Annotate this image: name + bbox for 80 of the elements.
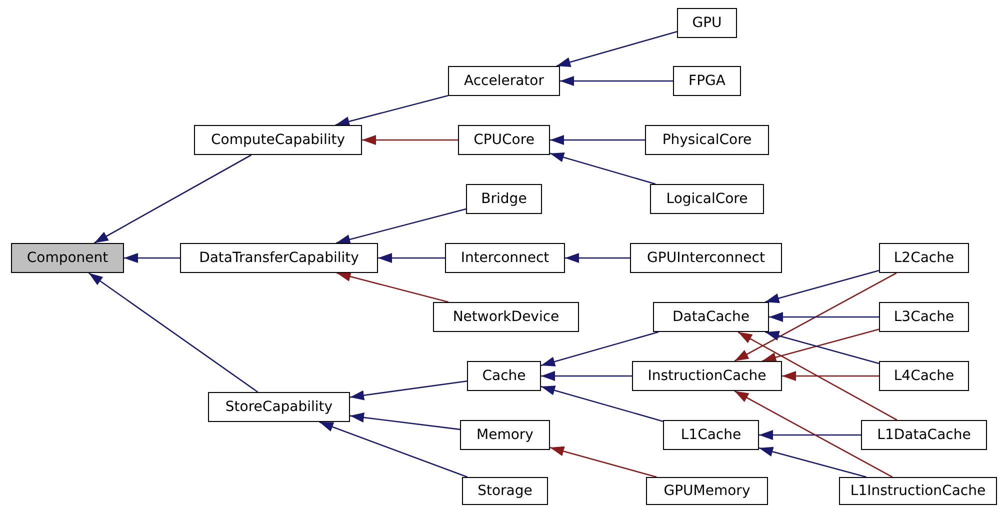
class-name: GPUInterconnect — [647, 250, 765, 266]
class-name: FPGA — [688, 73, 726, 89]
class-name: DataTransferCapability — [199, 250, 359, 266]
class-name: Cache — [482, 368, 526, 384]
class-name: NetworkDevice — [452, 309, 560, 325]
class-name: Bridge — [481, 191, 527, 207]
inheritance-arrow — [550, 152, 656, 185]
inheritance-arrow — [758, 446, 866, 478]
inheritance-arrow — [734, 390, 893, 478]
class-box — [677, 8, 737, 38]
class-box — [433, 302, 579, 332]
class-box — [653, 302, 769, 332]
inheritance-arrow — [540, 331, 659, 366]
inheritance-arrow — [782, 371, 879, 381]
inheritance-arrow — [350, 412, 460, 430]
class-box — [458, 125, 550, 155]
class-box — [630, 243, 782, 273]
inheritance-arrow — [319, 421, 468, 478]
inheritance-arrow — [550, 446, 657, 478]
inheritance-arrow — [565, 253, 630, 263]
class-name: L3Cache — [894, 309, 954, 325]
class-box — [208, 392, 350, 422]
class-name: InstructionCache — [648, 368, 766, 384]
class-name: LogicalCore — [666, 191, 748, 207]
inheritance-arrow — [541, 371, 632, 381]
class-box — [645, 125, 769, 155]
inheritance-arrow — [540, 386, 664, 422]
inheritance-arrow — [550, 135, 645, 145]
class-box — [467, 361, 541, 391]
class-box — [879, 302, 969, 332]
class-box — [11, 243, 124, 273]
inheritance-arrow — [336, 208, 466, 244]
class-box — [194, 125, 362, 155]
class-name: Memory — [476, 427, 534, 443]
class-name: Component — [26, 250, 108, 266]
class-name: ComputeCapability — [211, 132, 345, 148]
class-name: L4Cache — [894, 368, 954, 384]
inheritance-arrow — [362, 135, 458, 145]
class-name: L1InstructionCache — [850, 483, 986, 499]
class-box — [879, 243, 969, 273]
class-name: Storage — [478, 483, 532, 499]
class-box — [180, 243, 378, 273]
class-box — [462, 477, 548, 505]
class-name: Interconnect — [460, 250, 550, 266]
inheritance-arrow — [764, 270, 880, 304]
class-name: DataCache — [672, 309, 750, 325]
inheritance-arrow — [759, 430, 861, 440]
class-box — [646, 477, 768, 505]
inheritance-arrow — [350, 380, 468, 400]
class-name: PhysicalCore — [662, 132, 752, 148]
inheritance-arrow — [560, 76, 673, 86]
inheritance-arrow — [335, 95, 448, 126]
class-box — [673, 66, 741, 96]
class-box — [839, 477, 997, 505]
inheritance-arrow — [769, 312, 879, 322]
class-box — [879, 361, 969, 391]
inheritance-arrow — [336, 272, 448, 303]
inheritance-arrow — [94, 154, 252, 244]
class-box — [663, 420, 759, 450]
inheritance-arrow — [378, 253, 445, 263]
class-box — [445, 243, 565, 273]
class-name: L1Cache — [680, 427, 742, 443]
class-box — [460, 420, 550, 450]
class-name: CPUCore — [474, 132, 534, 148]
class-name: GPU — [692, 15, 722, 31]
class-box — [650, 184, 764, 214]
class-name: L2Cache — [894, 250, 954, 266]
inheritance-arrow — [556, 30, 678, 67]
class-name: Accelerator — [464, 73, 544, 89]
class-box — [466, 184, 542, 214]
class-box — [861, 420, 987, 450]
class-name: StoreCapability — [225, 399, 333, 415]
inheritance-arrow — [734, 272, 897, 362]
inheritance-arrow — [124, 253, 180, 263]
class-name: GPUMemory — [664, 483, 750, 499]
class-box — [448, 66, 560, 96]
inheritance-arrow — [88, 272, 258, 393]
class-name: L1DataCache — [877, 427, 971, 443]
inheritance-arrow — [738, 331, 898, 421]
class-box — [632, 361, 782, 391]
